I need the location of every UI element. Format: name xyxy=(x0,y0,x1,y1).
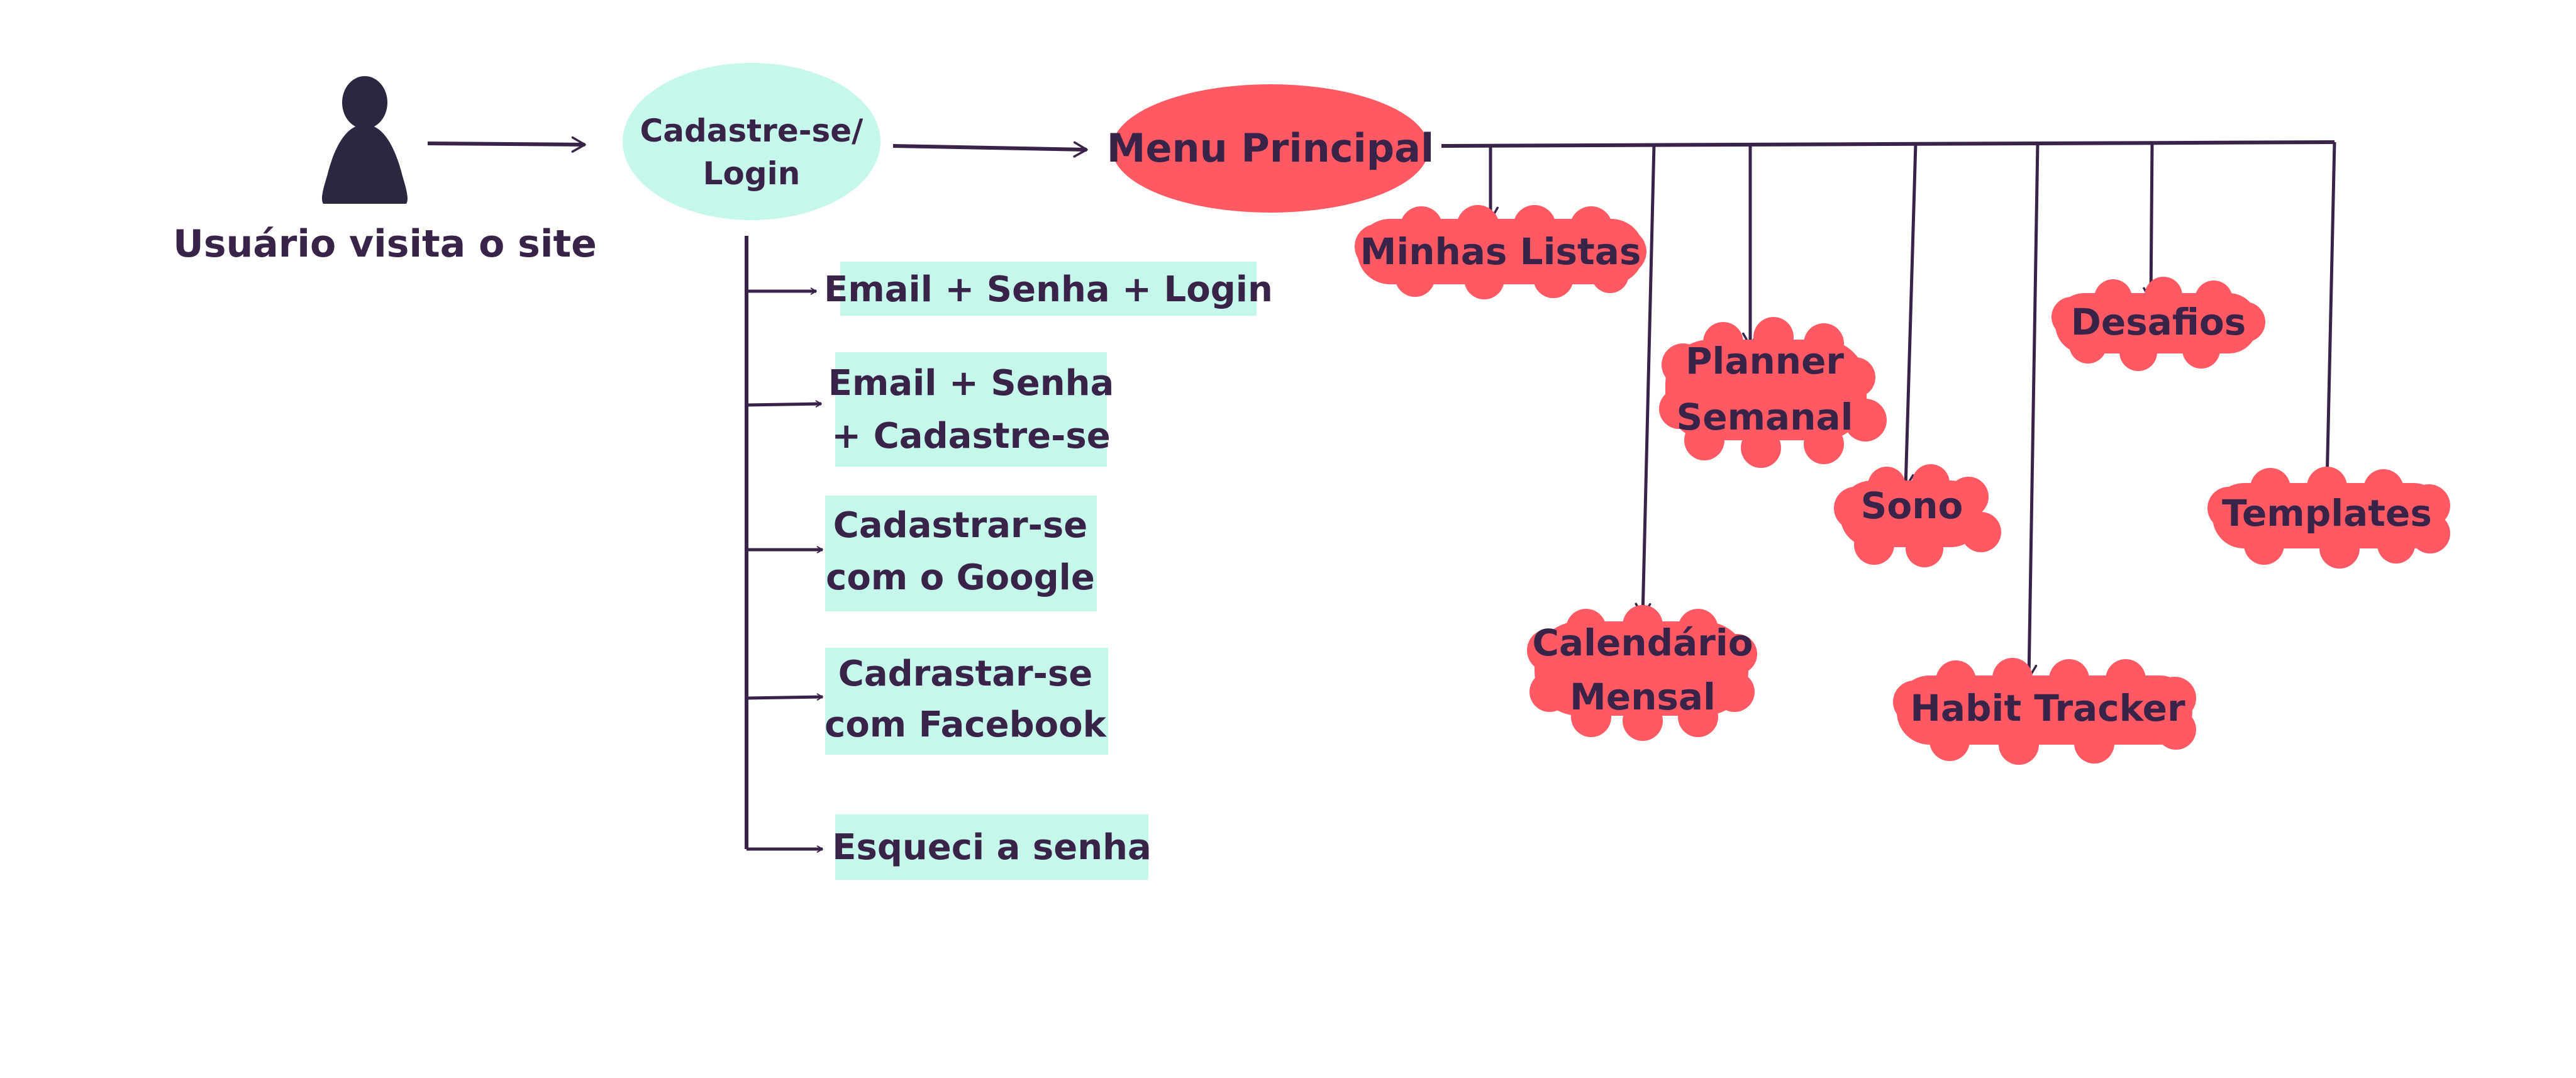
menu-connector-desafios xyxy=(2143,142,2160,302)
cloud-shape xyxy=(1355,205,1646,299)
auth-option[interactable]: Cadastrar-se com o Google xyxy=(825,496,1097,611)
auth-option-label: com o Google xyxy=(826,557,1095,598)
menu-item[interactable]: Sono xyxy=(1834,464,2001,567)
menu-connector-templates xyxy=(2319,142,2336,486)
auth-option-label: Email + Senha xyxy=(828,363,1114,404)
menu-item-label: Sono xyxy=(1861,484,1963,527)
menu-item-label: Habit Tracker xyxy=(1910,687,2185,730)
cloud-shape xyxy=(1893,658,2196,765)
auth-option[interactable]: Esqueci a senha xyxy=(832,814,1152,880)
menu-node[interactable]: Menu Principal xyxy=(1107,84,1435,213)
menu-item[interactable]: Templates xyxy=(2207,467,2450,569)
auth-option[interactable]: Email + Senha + Cadastre-se xyxy=(828,352,1114,467)
menu-item-label: Semanal xyxy=(1677,396,1853,438)
cloud-shape xyxy=(2051,277,2265,371)
arrow-user-to-login xyxy=(427,136,586,153)
cloud-shape xyxy=(1834,464,2001,567)
login-ellipse xyxy=(623,63,880,220)
auth-option-label: Cadrastar-se xyxy=(838,653,1092,694)
menu-item[interactable]: Minhas Listas xyxy=(1355,205,1646,299)
auth-option-label: com Facebook xyxy=(824,704,1107,745)
arrow-login-to-menu xyxy=(892,141,1088,158)
menu-trunk xyxy=(1441,140,2335,148)
menu-item-label: Planner xyxy=(1685,340,1844,382)
menu-item-label: Mensal xyxy=(1570,675,1716,718)
login-label-line2: Login xyxy=(703,155,801,192)
menu-connector-calendario xyxy=(1635,144,1656,618)
cloud-shape xyxy=(2207,467,2450,569)
auth-option-box xyxy=(825,648,1108,755)
auth-option-label: Esqueci a senha xyxy=(832,827,1152,868)
auth-option-box xyxy=(835,814,1148,880)
login-node[interactable]: Cadastre-se/ Login xyxy=(623,63,880,220)
menu-branch: Minhas Listas Calendário Mensal Planner … xyxy=(1355,140,2450,765)
menu-item[interactable]: Habit Tracker xyxy=(1893,658,2196,765)
menu-item[interactable]: Desafios xyxy=(2051,277,2265,371)
auth-option-label: Email + Senha + Login xyxy=(824,269,1273,310)
auth-option-box xyxy=(840,262,1257,316)
menu-ellipse xyxy=(1112,84,1429,213)
auth-connector-4 xyxy=(746,693,823,701)
user-label: Usuário visita o site xyxy=(173,222,597,266)
menu-connector-habit xyxy=(2021,143,2040,679)
auth-branch: Email + Senha + Login Email + Senha + Ca… xyxy=(745,236,1273,880)
auth-option-label: + Cadastre-se xyxy=(831,416,1110,457)
menu-item-label: Minhas Listas xyxy=(1360,230,1641,273)
menu-connectors xyxy=(1482,142,2336,679)
menu-label: Menu Principal xyxy=(1107,125,1435,171)
menu-item-label: Desafios xyxy=(2071,301,2246,343)
person-icon xyxy=(322,76,408,204)
menu-item[interactable]: Planner Semanal xyxy=(1659,317,1887,468)
menu-item-label: Calendário xyxy=(1532,621,1753,664)
auth-connector-2 xyxy=(746,400,822,408)
login-label-line1: Cadastre-se/ xyxy=(640,113,864,149)
auth-option-label: Cadastrar-se xyxy=(833,505,1087,546)
menu-item[interactable]: Calendário Mensal xyxy=(1527,605,1757,741)
cloud-shape xyxy=(1659,317,1887,468)
menu-connector-sono xyxy=(1897,143,1918,489)
cloud-shape xyxy=(1527,605,1757,741)
user-node: Usuário visita o site xyxy=(173,76,597,266)
auth-option[interactable]: Cadrastar-se com Facebook xyxy=(824,648,1108,755)
auth-option-box xyxy=(825,496,1097,611)
auth-connectors xyxy=(746,287,823,853)
menu-item-label: Templates xyxy=(2222,492,2432,535)
auth-option-box xyxy=(835,352,1107,467)
auth-option[interactable]: Email + Senha + Login xyxy=(824,262,1273,316)
